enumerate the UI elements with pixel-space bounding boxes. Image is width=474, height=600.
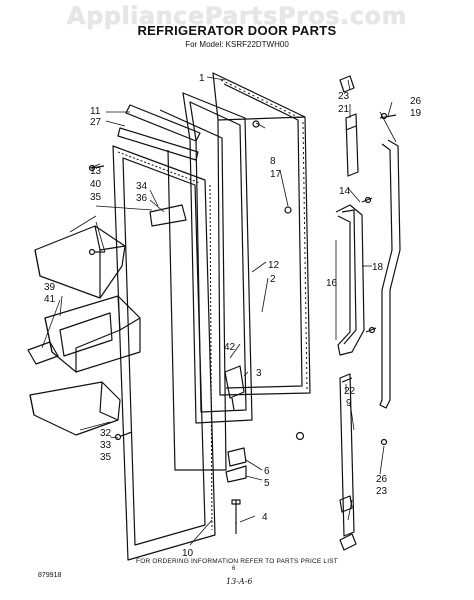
watermark: AppliancePartsPros.com [67,2,407,30]
callout-21: 21 [338,104,350,115]
callout-23b: 23 [376,486,388,497]
document-number: 879918 [38,572,62,579]
callout-3: 3 [256,368,262,379]
page-number: 6 [232,566,236,572]
lower-hinge [339,373,357,551]
callout-35: 35 [90,192,102,203]
callout-26b: 26 [376,474,388,485]
lower-bin [29,381,121,436]
callout-12: 12 [268,260,280,271]
callout-labels: 1 11 27 13 40 35 34 36 39 41 8 17 12 2 4… [44,73,422,559]
callout-23: 23 [338,91,350,102]
callout-18: 18 [372,262,384,273]
callout-22: 22 [344,386,356,397]
callout-35b: 35 [100,452,112,463]
shelf-bar [149,204,187,227]
fasteners [88,112,397,446]
callout-19: 19 [410,108,422,119]
callout-17: 17 [270,169,282,180]
door-outer-panel [212,72,311,396]
callout-27: 27 [90,117,102,128]
callout-34: 34 [136,181,148,192]
door-liner [159,92,253,471]
callout-1: 1 [199,73,205,84]
ordering-note: FOR ORDERING INFORMATION REFER TO PARTS … [136,558,338,565]
upper-hinge [339,75,359,177]
callout-14: 14 [339,186,351,197]
inner-door-panel [112,145,216,561]
callout-39: 39 [44,282,56,293]
callout-41: 41 [44,294,56,305]
leader-lines [41,76,397,546]
center-bracket [224,365,247,534]
callout-26: 26 [410,96,422,107]
callout-36: 36 [136,193,148,204]
callout-32: 32 [100,428,112,439]
callout-9: 9 [346,398,352,409]
callout-8: 8 [270,156,276,167]
top-trim-strip [125,104,201,142]
door-shelf [34,225,126,299]
callout-5: 5 [264,478,270,489]
door-handle [335,204,365,356]
bin-insert [27,341,59,365]
callout-4: 4 [262,512,268,523]
handwritten-note: 13-A-6 [226,577,253,586]
callout-6: 6 [264,466,270,477]
model-line: For Model: KSRF22DTWH00 [185,40,289,49]
callout-16: 16 [326,278,338,289]
handle-trim-strip [379,139,401,409]
callout-42: 42 [224,342,236,353]
callout-2: 2 [270,274,276,285]
callout-13: 13 [90,166,102,177]
callout-10: 10 [182,548,194,559]
callout-40: 40 [90,179,102,190]
upper-gasket-trim [117,127,199,161]
callout-11: 11 [90,106,101,117]
page-title: REFRIGERATOR DOOR PARTS [137,23,337,38]
callout-33: 33 [100,440,112,451]
dairy-bin [44,295,141,373]
